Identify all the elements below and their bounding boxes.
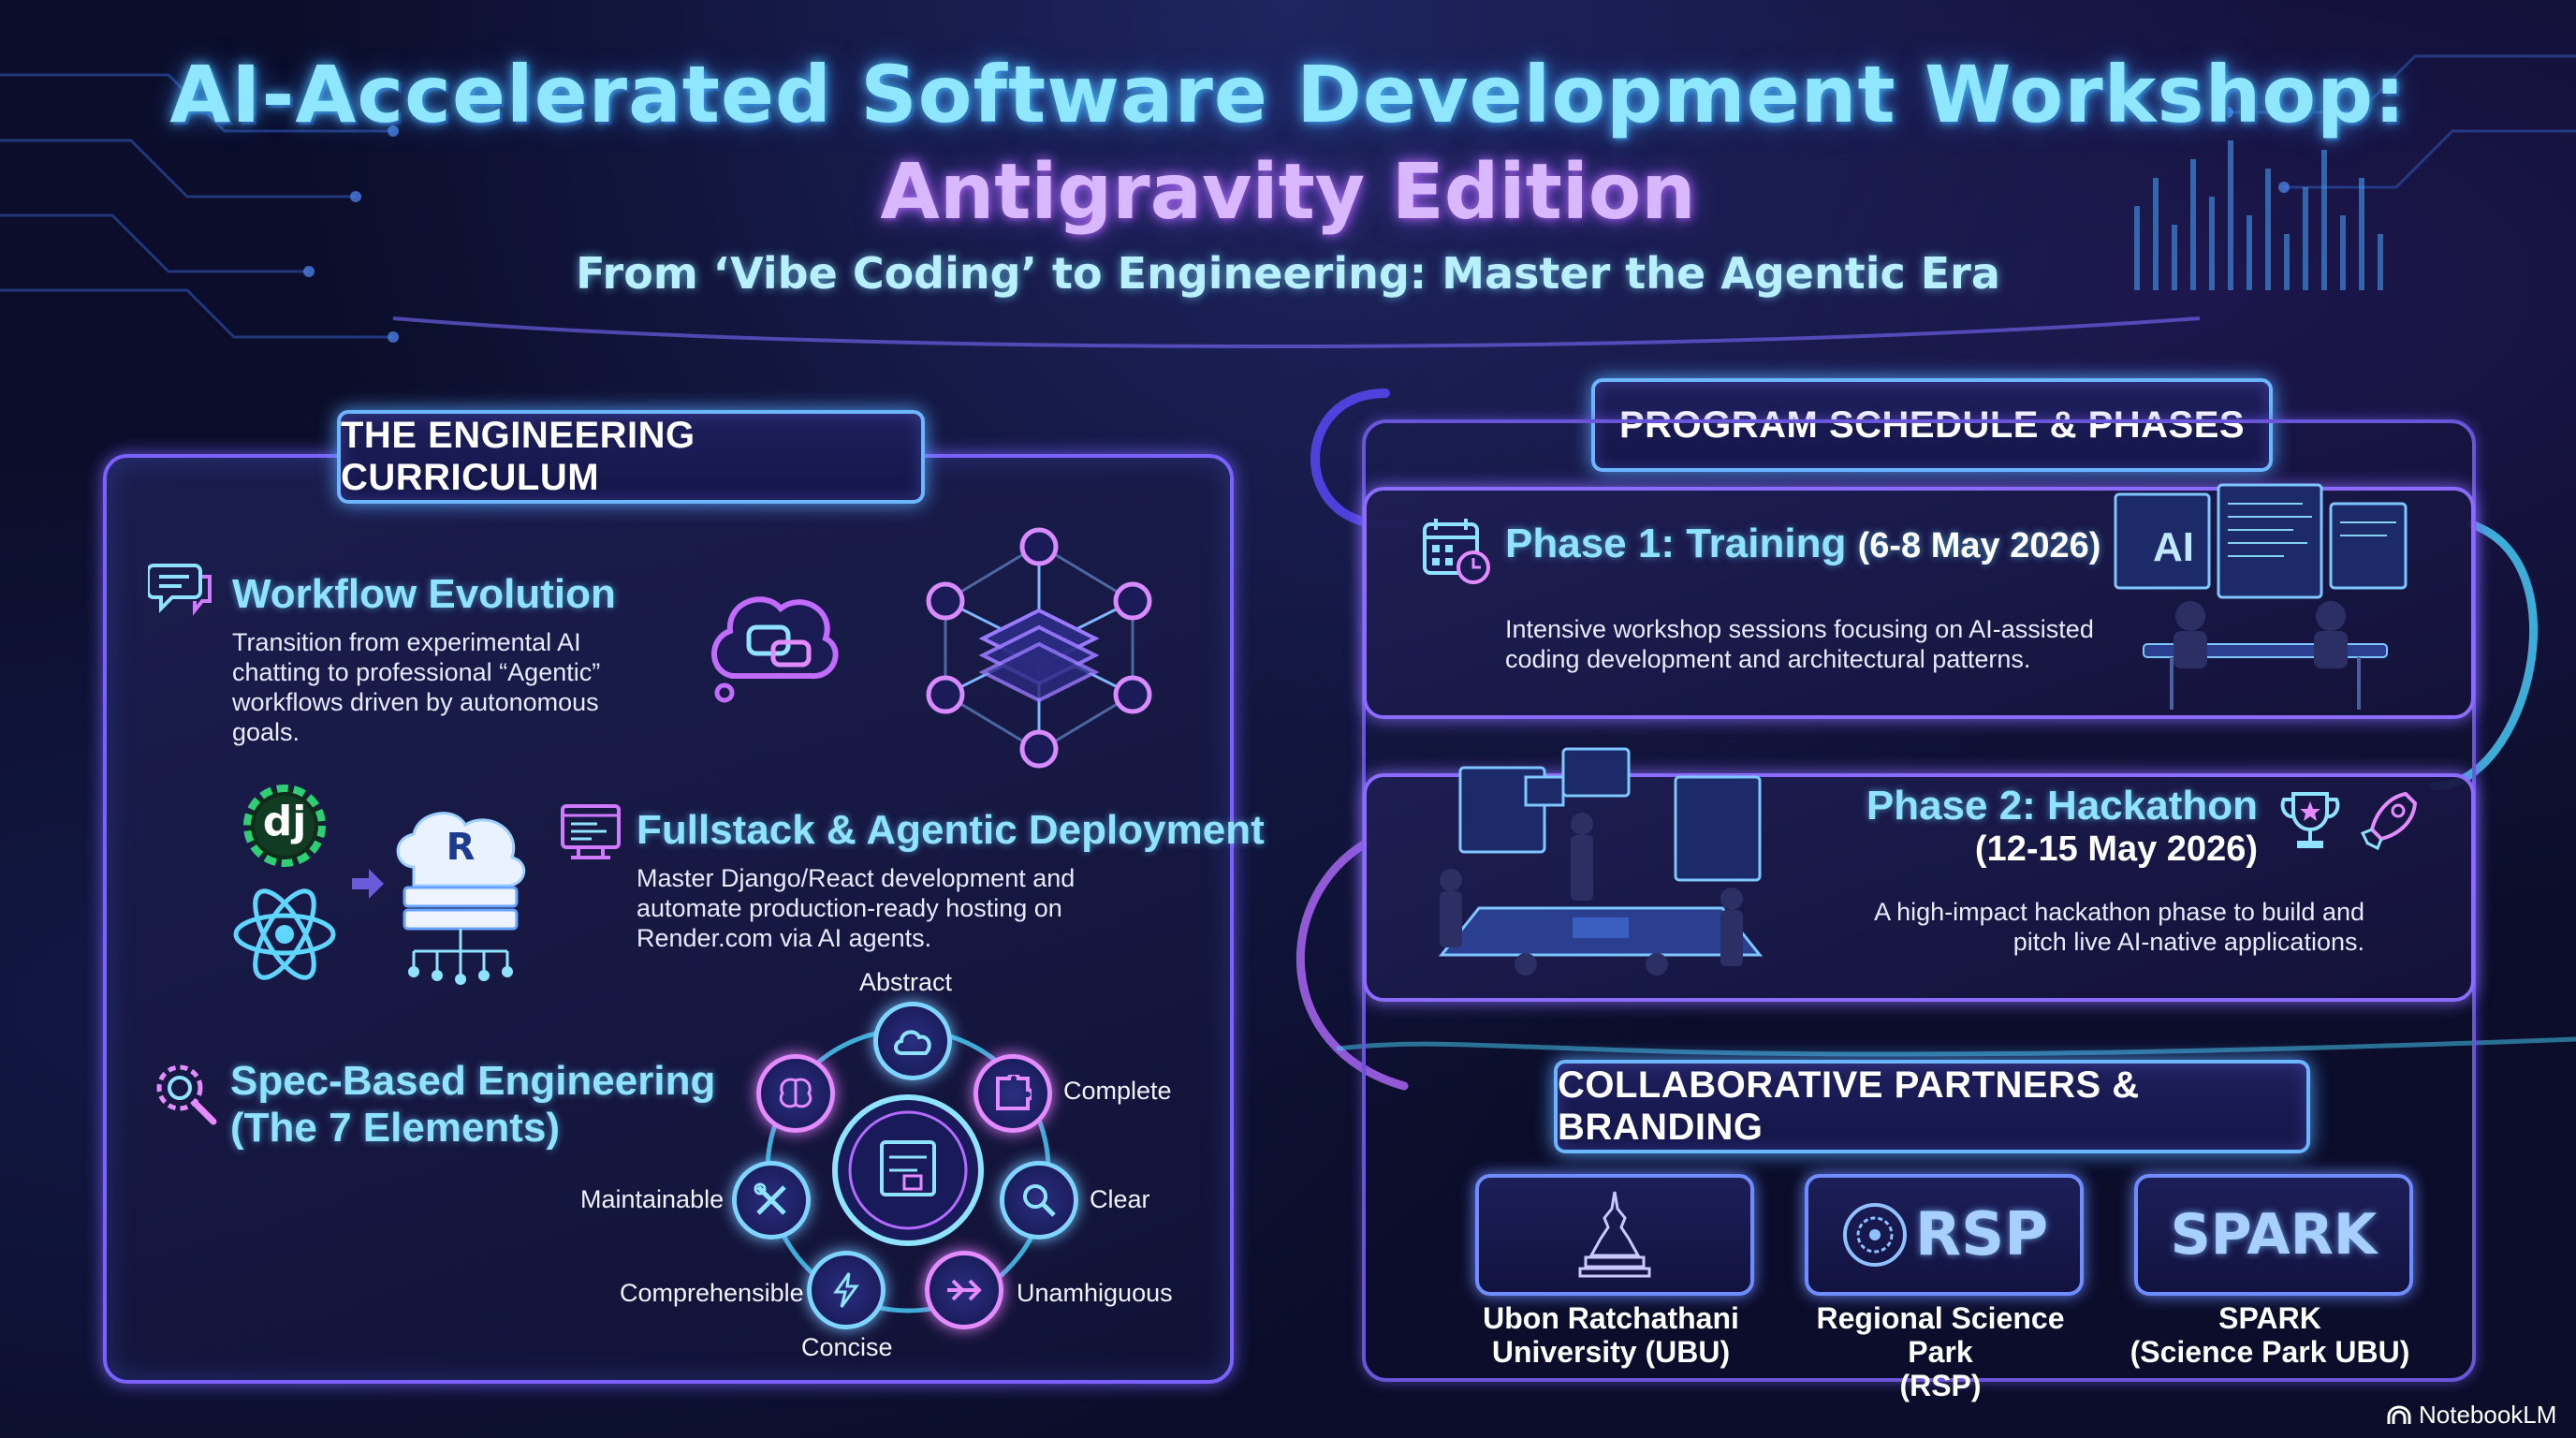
complete-node <box>973 1054 1052 1133</box>
notebooklm-brand: NotebookLM <box>2387 1401 2556 1430</box>
element-concise: Concise <box>801 1333 893 1361</box>
element-comprehensible: Comprehensible <box>620 1279 804 1307</box>
workflow-evolution-title: Workflow Evolution <box>232 571 616 617</box>
schedule-banner: PROGRAM SCHEDULE & PHASES <box>1591 378 2273 472</box>
element-maintainable: Maintainable <box>580 1185 724 1213</box>
phase2-dates: (12-15 May 2026) <box>1974 829 2258 869</box>
phase1-text: Intensive workshop sessions focusing on … <box>1505 615 2094 673</box>
training-illustration <box>2114 483 2408 710</box>
main-title-edition: Antigravity Edition <box>880 148 1696 237</box>
phase2-text: A high-impact hackathon phase to build a… <box>1874 898 2364 956</box>
curriculum-banner: THE ENGINEERING CURRICULUM <box>337 410 925 504</box>
spec-title-line2: (The 7 Elements) <box>230 1105 561 1151</box>
subtitle: From ‘Vibe Coding’ to Engineering: Maste… <box>576 248 2000 299</box>
partner-spark-line1: SPARK <box>2218 1301 2321 1335</box>
trophy-icon <box>2280 792 2340 848</box>
partner-spark-name: SPARK (Science Park UBU) <box>2115 1301 2424 1369</box>
arrows-icon <box>947 1279 982 1301</box>
django-logo <box>243 785 326 867</box>
workflow-evolution-text: Transition from experimental AI chatting… <box>232 628 601 746</box>
spark-logo: SPARK <box>2134 1174 2413 1296</box>
comprehensible-node <box>756 1054 835 1133</box>
unambiguous-node <box>925 1251 1003 1329</box>
partners-banner-label: COLLABORATIVE PARTNERS & BRANDING <box>1558 1064 2140 1148</box>
abstract-node <box>873 1002 952 1080</box>
partner-ubu-line2: University (UBU) <box>1491 1335 1731 1369</box>
react-logo <box>233 888 336 980</box>
rsp-emblem-icon <box>1842 1203 1907 1267</box>
rsp-logo: RSP <box>1805 1174 2084 1296</box>
partner-rsp-line1: Regional Science Park <box>1816 1301 2065 1369</box>
rocket-icon <box>2360 791 2418 851</box>
partner-spark-line2: (Science Park UBU) <box>2130 1335 2410 1369</box>
puzzle-icon <box>996 1075 1032 1110</box>
clear-node <box>1000 1161 1078 1240</box>
arrow-icon <box>352 869 384 899</box>
element-clear: Clear <box>1090 1185 1150 1213</box>
element-unamhiguous: Unamhiguous <box>1017 1279 1173 1307</box>
hackathon-illustration <box>1438 747 1764 976</box>
calendar-clock-icon <box>1423 519 1490 584</box>
partner-rsp-line2: (RSP) <box>1899 1369 1982 1402</box>
element-complete: Complete <box>1063 1077 1172 1105</box>
phase2-card <box>1363 773 2475 1002</box>
partner-rsp-name: Regional Science Park (RSP) <box>1786 1301 2095 1402</box>
temple-icon <box>1578 1191 1651 1278</box>
element-abstract: Abstract <box>859 968 953 996</box>
maintainable-node <box>732 1161 811 1240</box>
concise-node <box>807 1251 886 1329</box>
lightning-icon <box>833 1272 859 1308</box>
spec-title-line1: Spec-Based Engineering <box>230 1058 716 1104</box>
ubu-logo <box>1475 1174 1754 1296</box>
schedule-banner-label: PROGRAM SCHEDULE & PHASES <box>1618 404 2246 446</box>
partner-ubu-line1: Ubon Ratchathani <box>1483 1301 1739 1335</box>
notebooklm-label: NotebookLM <box>2419 1401 2557 1429</box>
render-logo-label: R <box>446 826 476 869</box>
main-title: AI-Accelerated Software Development Work… <box>169 49 2407 140</box>
phase2-title: Phase 2: Hackathon <box>1866 783 2258 829</box>
training-screen-label: AI <box>2153 524 2194 570</box>
tools-icon <box>754 1182 786 1215</box>
gear-search-icon <box>156 1064 217 1125</box>
fullstack-text: Master Django/React development and auto… <box>637 864 1076 952</box>
django-logo-label: dj <box>262 798 307 845</box>
phase1-title-text: Phase 1: Training <box>1505 521 1847 566</box>
brain-icon <box>779 1078 812 1108</box>
chat-bubble-icon <box>148 564 212 616</box>
cloud-icon <box>894 1030 931 1055</box>
speech-cloud-icon <box>711 596 839 703</box>
partner-ubu-name: Ubon Ratchathani University (UBU) <box>1456 1301 1765 1369</box>
partners-banner: COLLABORATIVE PARTNERS & BRANDING <box>1554 1060 2310 1153</box>
search-icon <box>1023 1184 1056 1217</box>
network-layers-icon <box>926 527 1152 769</box>
notebooklm-icon <box>2387 1405 2411 1424</box>
curriculum-banner-label: THE ENGINEERING CURRICULUM <box>341 415 695 498</box>
blueprint-icon <box>882 1144 934 1196</box>
rsp-logo-text: RSP <box>1914 1200 2049 1269</box>
phase1-dates: (6-8 May 2026) <box>1857 526 2101 565</box>
spark-logo-text: SPARK <box>2170 1202 2378 1268</box>
render-cloud-server-icon <box>396 812 526 985</box>
code-window-icon <box>561 804 621 859</box>
phase1-title: Phase 1: Training (6-8 May 2026) <box>1505 521 2100 567</box>
fullstack-title: Fullstack & Agentic Deployment <box>637 807 1265 853</box>
